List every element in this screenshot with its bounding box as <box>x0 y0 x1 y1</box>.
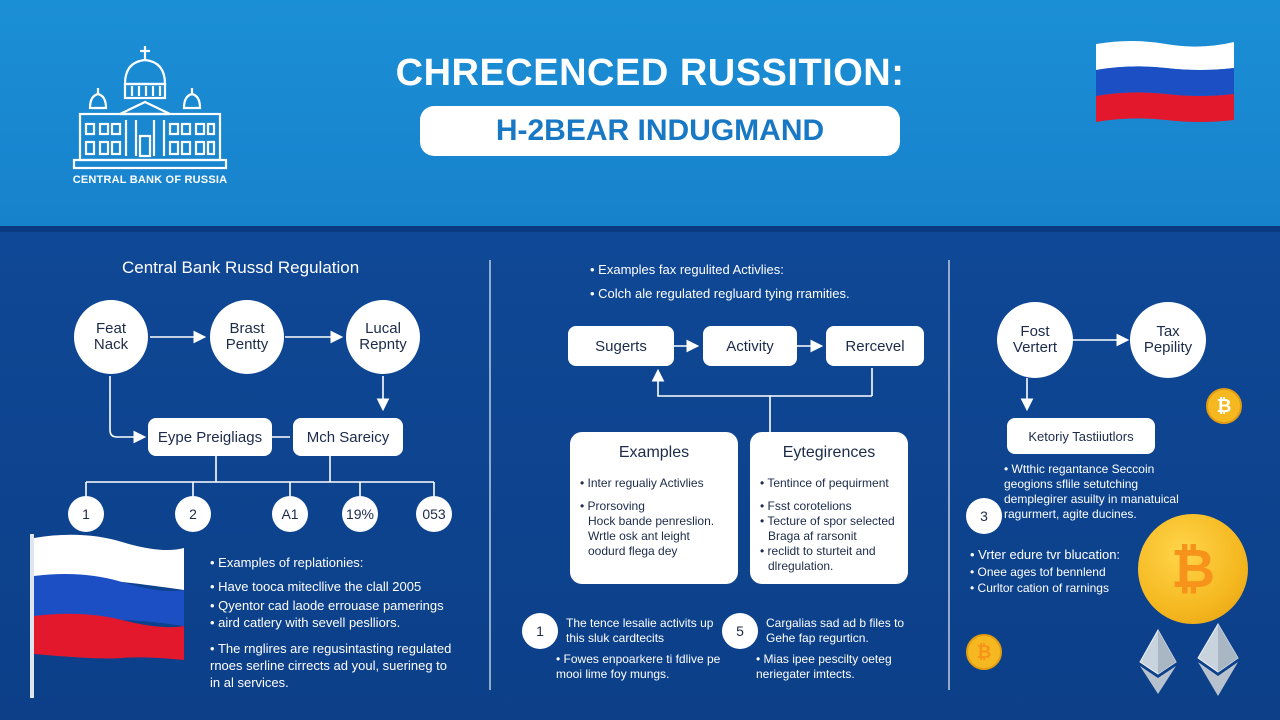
middle-bullet: • Examples fax regulited Activlies: <box>590 262 784 277</box>
column-divider-left <box>489 260 491 690</box>
examples-card-line: • Inter regualiy Activlies <box>580 476 704 490</box>
examples-card-line: • Prorsoving <box>580 499 645 513</box>
flow-node-rercevel: Rercevel <box>826 326 924 366</box>
bitcoin-coin-icon: ₿ <box>1206 388 1242 424</box>
examples-card-title: Examples <box>618 444 690 461</box>
node-mch-sareicy: Mch Sareicy <box>293 418 403 456</box>
note-subtext: • Mias ipee pescilty oeteg neriegater im… <box>756 652 892 681</box>
bitcoin-small-coin-icon: ₿ <box>966 634 1002 670</box>
russia-flag-icon <box>1096 41 1234 122</box>
number-badge: 2 <box>175 496 211 532</box>
requirements-card-line: • Tecture of spor selected <box>760 514 895 528</box>
left-example-item: • aird catlery with sevell peslliors. <box>210 615 401 630</box>
number-badge: 19% <box>342 496 378 532</box>
subtitle-pill: H-2BEAR INDUGMAND <box>420 106 900 156</box>
requirements-card-line: • Fsst corotelions <box>760 499 852 513</box>
left-examples-heading: • Examples of replationies: <box>210 555 364 570</box>
number-badge: A1 <box>272 496 308 532</box>
requirements-card-line: dlregulation. <box>768 559 834 573</box>
number-badge: 053 <box>416 496 452 532</box>
subtitle-text: H-2BEAR INDUGMAND <box>495 114 825 147</box>
russia-flag-pole-icon <box>30 534 184 698</box>
middle-bullet: • Colch ale regulated regluard tying rra… <box>590 286 850 301</box>
header-divider <box>0 226 1280 232</box>
requirements-card-line: • Tentince of pequirment <box>760 476 889 490</box>
node-tax-pepility: Tax Pepility <box>1130 302 1206 378</box>
right-list-heading: • Vrter edure tvr blucation: <box>970 547 1121 562</box>
flow-node-sugerts: Sugerts <box>568 326 674 366</box>
examples-card-line: oodurd flega dey <box>588 544 678 558</box>
node-ketoriy-tastiiutlors: Ketoriy Tastiiutlors <box>1007 418 1155 454</box>
node-feat-nack: Feat Nack <box>74 300 148 374</box>
left-example-item: • Qyentor cad laode errouase pamerings <box>210 598 444 613</box>
note-text: The tence lesalie activits up this sluk … <box>566 616 714 645</box>
node-eype-preigliags: Eype Preigliags <box>148 418 272 456</box>
requirements-card-line: • reclidt to sturteit and <box>760 544 876 558</box>
requirements-card-line: Braga af rarsonit <box>768 529 857 543</box>
bitcoin-large-coin-icon: ₿ <box>1138 514 1248 624</box>
column-divider-right <box>948 260 950 690</box>
ethereum-crystals-icon <box>1139 623 1239 696</box>
requirements-card: Eytegirences • Tentince of pequirment • … <box>750 432 908 584</box>
node-lucal-repnty: Lucal Repnty <box>346 300 420 374</box>
bank-building-logo <box>72 46 228 170</box>
flow-node-activity: Activity <box>703 326 797 366</box>
left-note: • The rnglires are regusintasting regula… <box>210 641 452 690</box>
note-number: 1 <box>522 613 558 649</box>
bank-name: CENTRAL BANK OF RUSSIA <box>72 174 228 186</box>
node-fost-vertert: Fost Vertert <box>997 302 1073 378</box>
examples-card-line: Hock bande penreslion. <box>588 514 715 528</box>
note-number: 5 <box>722 613 758 649</box>
page-title: CHRECENCED RUSSITION: <box>395 52 905 94</box>
examples-card: Examples • Inter regualiy Activlies • Pr… <box>570 432 738 584</box>
left-section-heading: Central Bank Russd Regulation <box>122 258 360 277</box>
left-example-item: • Have tooca mitecllive the clall 2005 <box>210 579 422 594</box>
node-brast-pentty: Brast Pentty <box>210 300 284 374</box>
right-bullet: • Wtthic regantance Seccoin geogions sfl… <box>1004 462 1179 521</box>
note-subtext: • Fowes enpoarkere ti fdlive pe mooi lim… <box>556 652 721 681</box>
examples-card-line: Wrtle osk ant leight <box>588 529 690 543</box>
number-badge: 1 <box>68 496 104 532</box>
requirements-card-title: Eytegirences <box>782 444 876 461</box>
right-list-item: • Onee ages tof bennlend <box>970 565 1106 579</box>
number-badge: 3 <box>966 498 1002 534</box>
note-text: Cargalias sad ad b files to Gehe fap reg… <box>766 616 905 645</box>
right-list-item: • Curltor cation of rarnings <box>970 581 1109 595</box>
